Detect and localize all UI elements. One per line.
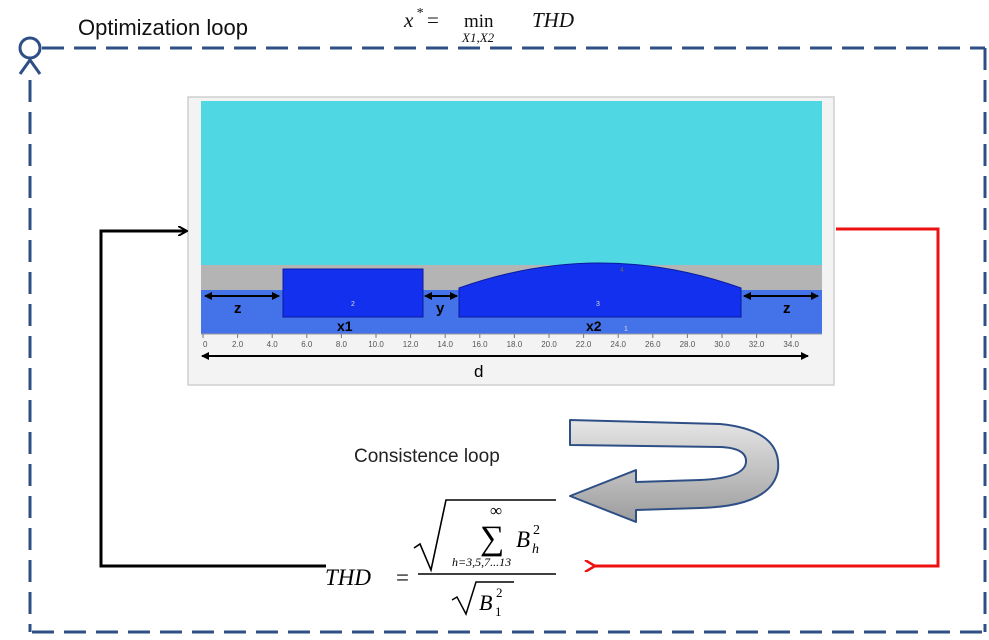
region-number-1: 1 — [624, 326, 628, 333]
optimization-loop-title: Optimization loop — [78, 15, 248, 40]
objective-lhs: x — [403, 8, 414, 32]
num-term: B — [516, 527, 530, 552]
axis-ticks: 0 2.0 4.0 6.0 8.0 10.0 12.0 14.0 16.0 18.0 20.0 22.… — [202, 334, 800, 349]
axis-tick-label: 28.0 — [680, 340, 696, 349]
axis-tick-label: 30.0 — [714, 340, 730, 349]
thd-eq: = — [396, 565, 409, 590]
region-number-4: 4 — [620, 267, 624, 274]
objective-sub: X1,X2 — [461, 30, 495, 45]
axis-tick-label: 22.0 — [576, 340, 592, 349]
denominator-radical — [451, 581, 514, 616]
dim-x2-label: x2 — [586, 318, 602, 334]
den-term: B — [479, 590, 492, 615]
axis-tick-label: 12.0 — [403, 340, 419, 349]
axis-tick-label: 18.0 — [507, 340, 523, 349]
numerator-radical — [413, 499, 556, 573]
axis-tick-label: 24.0 — [610, 340, 626, 349]
thd-formula: THD = ∞ ∑ h=3,5,7...13 B h 2 B 1 2 — [325, 499, 556, 619]
machine-figure: 2 3 1 4 z x1 y x2 z 0 2.0 4.0 6.0 8.0 10.0 12.… — [187, 96, 835, 386]
num-sub: h — [532, 542, 539, 557]
axis-tick-label: 2.0 — [232, 340, 244, 349]
dim-z-right-label: z — [783, 300, 791, 317]
axis-tick-label: 10.0 — [368, 340, 384, 349]
region-number-3: 3 — [596, 301, 600, 308]
magnet-x2 — [458, 262, 742, 318]
axis-tick-label: 4.0 — [267, 340, 279, 349]
optimization-loop-frame — [28, 46, 987, 634]
dim-y-label: y — [436, 300, 445, 317]
sum-upper-limit: ∞ — [490, 501, 502, 520]
sum-symbol: ∑ — [480, 520, 504, 557]
dim-z-left-label: z — [234, 300, 242, 317]
axis-tick-label: 26.0 — [645, 340, 661, 349]
objective-formula: x * = min X1,X2 THD — [403, 6, 574, 45]
den-sub: 1 — [495, 604, 502, 619]
axis-tick-label: 20.0 — [541, 340, 557, 349]
axis-tick-label: 8.0 — [336, 340, 348, 349]
objective-min: min — [464, 11, 494, 32]
consistence-loop-icon — [569, 419, 780, 523]
sum-lower-limit: h=3,5,7...13 — [452, 555, 511, 569]
axis-tick-label: 0 — [203, 340, 208, 349]
objective-eq: = — [427, 8, 439, 32]
objective-star: * — [416, 6, 423, 21]
thd-lhs: THD — [325, 565, 371, 590]
axis-tick-label: 32.0 — [749, 340, 765, 349]
feedback-arrow-black — [99, 231, 326, 568]
objective-rhs: THD — [532, 8, 574, 32]
axis-tick-label: 14.0 — [437, 340, 453, 349]
dim-d-label: d — [474, 362, 483, 381]
air-region — [201, 101, 822, 266]
axis-tick-label: 6.0 — [301, 340, 313, 349]
consistence-loop-label: Consistence loop — [354, 446, 500, 467]
loop-start-icon — [18, 36, 42, 75]
dim-x1-label: x1 — [337, 318, 353, 334]
region-number-2: 2 — [351, 301, 355, 308]
den-sup: 2 — [496, 585, 503, 600]
output-arrow-red — [594, 227, 940, 566]
magnet-x1 — [282, 268, 424, 318]
axis-tick-label: 16.0 — [472, 340, 488, 349]
axis-tick-label: 34.0 — [783, 340, 799, 349]
num-sup: 2 — [533, 523, 540, 538]
